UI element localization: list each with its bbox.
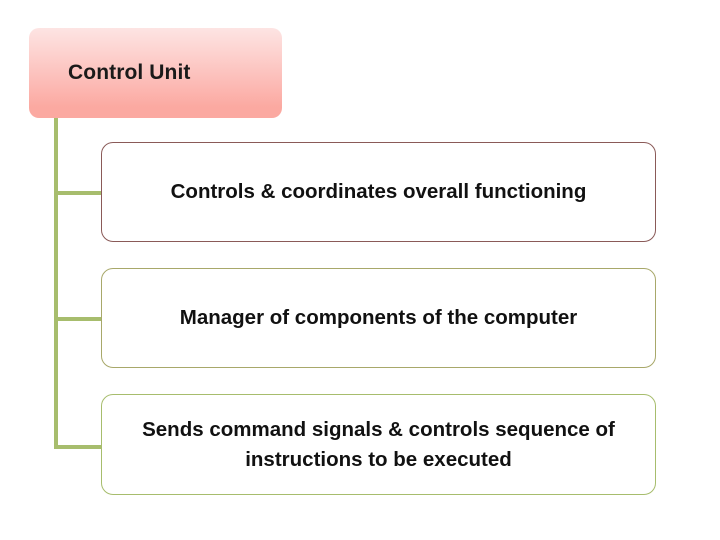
child-node-2[interactable]: Manager of components of the computer (101, 268, 656, 368)
root-node-control-unit[interactable]: Control Unit (29, 28, 282, 118)
connector-branch-2 (54, 317, 103, 321)
connector-trunk-line (54, 118, 58, 449)
child-node-3-label: Sends command signals & controls sequenc… (142, 418, 615, 471)
root-node-label: Control Unit (68, 61, 191, 84)
connector-branch-1 (54, 191, 103, 195)
child-node-2-label: Manager of components of the computer (179, 306, 578, 330)
connector-branch-3 (54, 445, 103, 449)
child-node-1[interactable]: Controls & coordinates overall functioni… (101, 142, 656, 242)
child-node-3[interactable]: Sends command signals & controls sequenc… (101, 394, 656, 495)
child-node-1-label: Controls & coordinates overall functioni… (170, 180, 587, 204)
